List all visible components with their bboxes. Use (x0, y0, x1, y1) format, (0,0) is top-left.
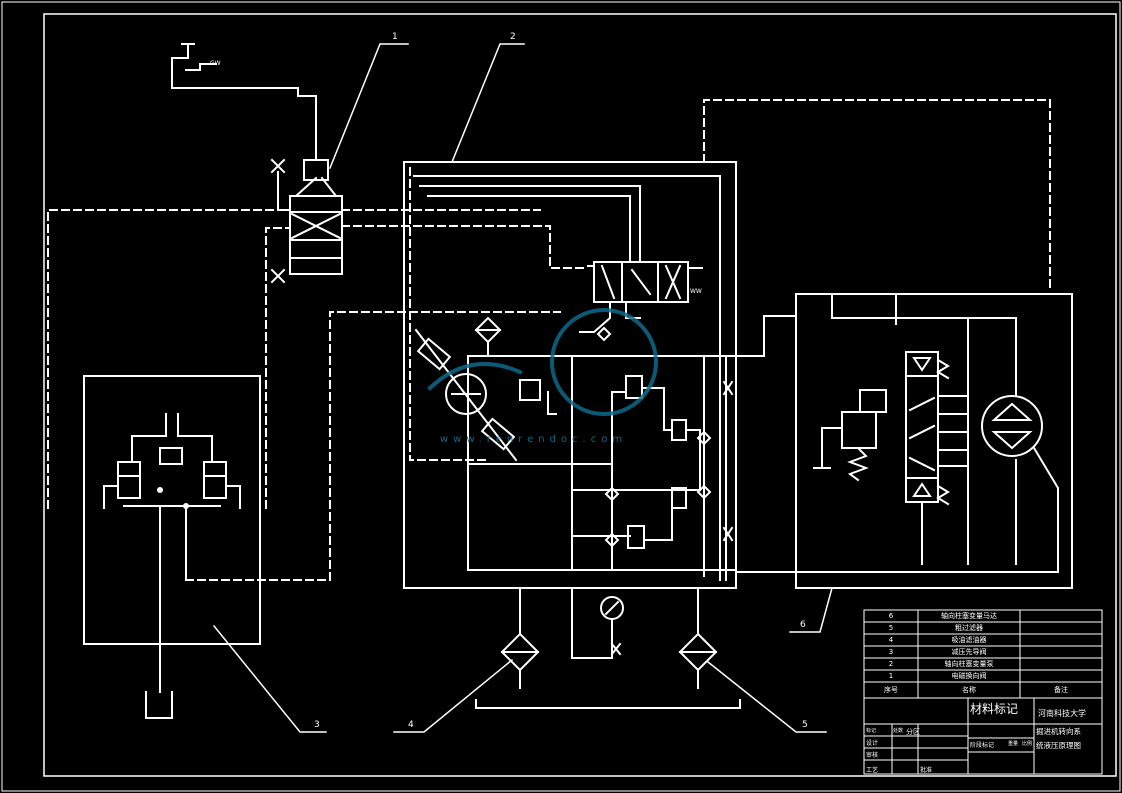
bom-table (863, 609, 1103, 699)
label-review: 审核 (866, 752, 879, 759)
bom-header: 序号 名称 备注 (864, 682, 1102, 698)
label-zone: 分区 (906, 728, 920, 736)
label-scale: 比例 (1022, 741, 1033, 747)
bom-name: 电磁换向阀 (951, 672, 987, 680)
bom-row-3: 3 减压先导阀 (864, 646, 1102, 658)
watermark-logo (427, 308, 658, 416)
bom-header-note: 备注 (1054, 686, 1068, 694)
callout-1: 1 (392, 32, 398, 42)
spring-mark: WW (690, 288, 702, 295)
gas-mark: GW (210, 60, 221, 67)
solenoid-valve (171, 43, 343, 284)
pilot-reducing-valve (83, 375, 261, 719)
label-stage: 阶段标记 (970, 742, 995, 749)
callout-5: 5 (802, 720, 808, 730)
label-process: 工艺 (866, 767, 879, 774)
callout-6: 6 (800, 620, 806, 630)
bom-row-1: 1 电磁换向阀 (864, 670, 1102, 682)
leader-lines (212, 43, 833, 733)
bom-name: 轴向柱塞变量马达 (941, 612, 997, 620)
bom-name: 减压先导阀 (951, 648, 987, 656)
bom-no: 3 (888, 648, 894, 656)
label-design: 设计 (866, 740, 879, 747)
label-approve: 批准 (920, 767, 933, 774)
bom-header-no: 序号 (884, 686, 898, 694)
watermark-text: www.renrendoc.com (440, 434, 628, 445)
bom-name: 粗过滤器 (955, 624, 983, 632)
callout-2: 2 (510, 32, 516, 42)
variable-motor-block (735, 293, 1073, 589)
drawing-title-1: 掘进机转向系 (1036, 727, 1081, 736)
bom-name: 轴向柱塞变量泵 (944, 660, 994, 668)
drawing-title-2: 统液压原理图 (1036, 741, 1081, 750)
bom-row-2: 2 轴向柱塞变量泵 (864, 658, 1102, 670)
material-mark: 材料标记 (970, 702, 1019, 716)
filters-bottom (475, 587, 741, 709)
label-mark: 标记 (866, 728, 877, 734)
bom-header-name: 名称 (962, 686, 976, 694)
school-name: 河南科技大学 (1038, 709, 1086, 718)
label-count: 处数 (893, 728, 904, 734)
label-weight: 重量 (1008, 741, 1019, 747)
title-block (863, 697, 1103, 775)
bom-row-5: 5 粗过滤器 (864, 622, 1102, 634)
bom-no: 6 (888, 612, 894, 620)
bom-no: 5 (888, 624, 894, 632)
pilot-lines-left (47, 167, 589, 581)
pilot-line-internal (703, 99, 1051, 293)
callout-3: 3 (314, 720, 320, 730)
callout-4: 4 (408, 720, 414, 730)
inner-frame (43, 13, 1117, 777)
bom-rows: 6 轴向柱塞变量马达 5 粗过滤器 4 吸油滤油器 3 减压先导阀 2 轴向柱塞… (864, 610, 1102, 698)
pump-control-block (403, 161, 737, 656)
bom-no: 2 (888, 660, 894, 668)
bom-no: 4 (888, 636, 894, 644)
bom-name: 吸油滤油器 (951, 636, 987, 644)
bom-row-6: 6 轴向柱塞变量马达 (864, 610, 1102, 622)
bom-no: 1 (888, 672, 894, 680)
bom-row-4: 4 吸油滤油器 (864, 634, 1102, 646)
